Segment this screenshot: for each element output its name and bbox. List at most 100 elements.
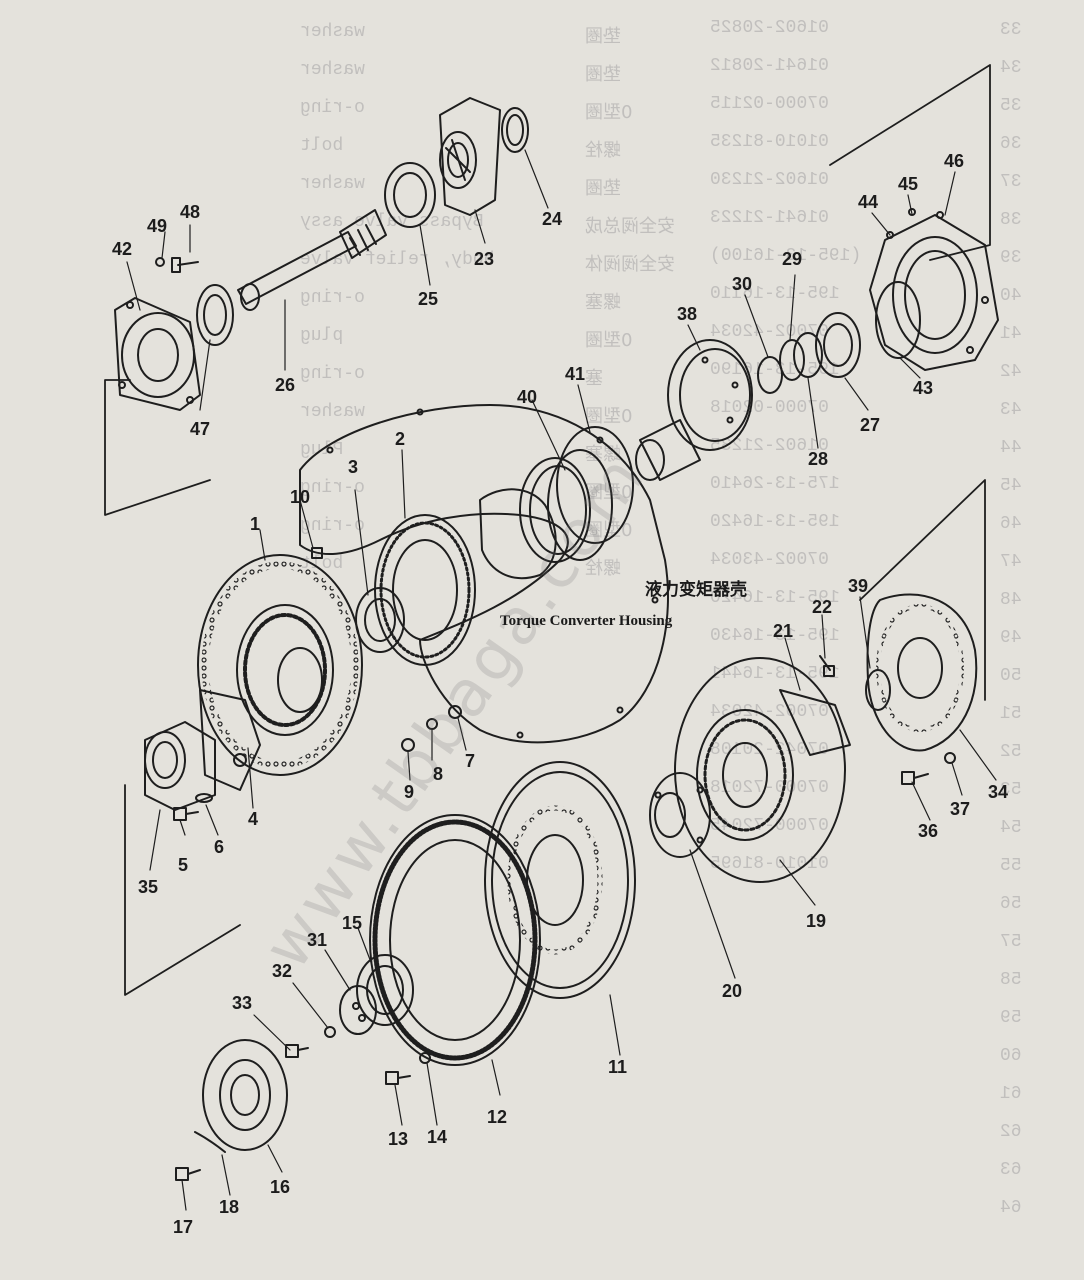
bolt-36 [901, 771, 929, 785]
pin-6 [195, 793, 213, 803]
callout-12: 12 [487, 1107, 508, 1127]
callout-4: 4 [248, 809, 259, 829]
callout-38: 38 [677, 304, 698, 324]
gear-2 [374, 514, 476, 666]
callout-44: 44 [858, 192, 879, 212]
ring-29 [779, 339, 805, 381]
pump-38 [635, 339, 753, 481]
bolt-13 [385, 1071, 411, 1085]
ring-gear-12 [369, 814, 541, 1066]
cover-23 [439, 97, 501, 216]
ring-30 [757, 356, 783, 394]
disk-19 [674, 657, 846, 883]
bracket-lower-left [124, 784, 241, 996]
callout-41: 41 [565, 364, 586, 384]
callout-19: 19 [806, 911, 827, 931]
plate-21 [779, 689, 851, 756]
plug-8 [426, 718, 438, 730]
flange-42 [114, 297, 201, 411]
hub-35 [144, 721, 216, 811]
callout-39: 39 [848, 576, 869, 596]
callout-48: 48 [180, 202, 201, 222]
ring-40 [547, 449, 613, 561]
seal-24 [501, 107, 529, 153]
ring-43 [875, 281, 921, 359]
cover-46 [869, 208, 999, 371]
bearing-27 [815, 312, 861, 378]
callout-26: 26 [275, 375, 296, 395]
impeller-1 [197, 554, 363, 776]
callout-23: 23 [474, 249, 495, 269]
callout-18: 18 [219, 1197, 240, 1217]
washer-37 [944, 752, 956, 764]
callout-24: 24 [542, 209, 563, 229]
callout-8: 8 [433, 764, 444, 784]
callout-9: 9 [404, 782, 415, 802]
hub-20 [649, 772, 711, 858]
bolt-17 [175, 1167, 201, 1181]
callout-20: 20 [722, 981, 743, 1001]
callout-32: 32 [272, 961, 293, 981]
callout-6: 6 [214, 837, 225, 857]
callout-29: 29 [782, 249, 803, 269]
o-ring-7 [448, 705, 462, 719]
callout-30: 30 [732, 274, 753, 294]
callout-10: 10 [290, 487, 311, 507]
callout-14: 14 [427, 1127, 448, 1147]
housing-caption-chinese: 液力变矩器壳 [645, 580, 747, 600]
o-ring-9 [401, 738, 415, 752]
shaft-26 [237, 209, 387, 311]
callout-15: 15 [342, 913, 363, 933]
callout-25: 25 [418, 289, 439, 309]
ring-31 [339, 985, 377, 1035]
bearing-47 [196, 284, 234, 346]
callout-34: 34 [988, 782, 1009, 802]
callout-28: 28 [808, 449, 829, 469]
callout-35: 35 [138, 877, 159, 897]
callout-46: 46 [944, 151, 965, 171]
callout-49: 49 [147, 216, 168, 236]
ring-41 [556, 426, 634, 544]
callout-37: 37 [950, 799, 971, 819]
callout-17: 17 [173, 1217, 194, 1237]
callout-21: 21 [773, 621, 794, 641]
washer-14 [419, 1052, 431, 1064]
callout-7: 7 [465, 751, 476, 771]
bearing-25 [384, 162, 436, 228]
callout-22: 22 [812, 597, 833, 617]
ring-28 [793, 332, 823, 378]
callout-31: 31 [307, 930, 328, 950]
plug-10 [311, 547, 323, 559]
bracket-left [104, 379, 211, 516]
washer-49 [155, 257, 165, 267]
callout-5: 5 [178, 855, 189, 875]
callout-11: 11 [608, 1057, 628, 1077]
leader-lines [126, 149, 997, 1211]
housing-outline [299, 404, 669, 744]
bracket-lower-right [859, 479, 986, 701]
pin-18 [194, 1131, 226, 1153]
callout-40: 40 [517, 387, 538, 407]
callout-43: 43 [913, 378, 934, 398]
housing-caption-english: Torque Converter Housing [500, 613, 673, 629]
bolt-48 [171, 257, 199, 273]
washer-32 [324, 1026, 336, 1038]
callout-13: 13 [388, 1129, 409, 1149]
cover-34 [866, 593, 978, 752]
bearing-3 [355, 587, 405, 653]
cover-11 [484, 761, 636, 999]
bolt-33 [285, 1044, 309, 1058]
callout-27: 27 [860, 415, 881, 435]
callout-36: 36 [918, 821, 939, 841]
callout-1: 1 [250, 514, 261, 534]
callout-42: 42 [112, 239, 133, 259]
callout-16: 16 [270, 1177, 291, 1197]
callout-45: 45 [898, 174, 919, 194]
o-ring-39 [865, 669, 891, 711]
callout-2: 2 [395, 429, 406, 449]
callout-47: 47 [190, 419, 211, 439]
bolt-22 [819, 655, 835, 677]
bracket-right [829, 64, 991, 261]
